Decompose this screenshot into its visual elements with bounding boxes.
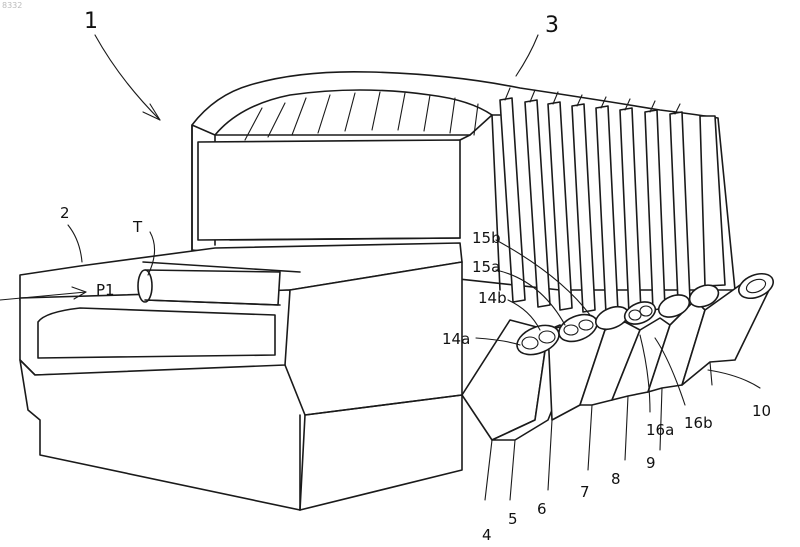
label-3: 3	[545, 13, 559, 38]
label-t: T	[132, 218, 143, 236]
label-16a: 16a	[646, 421, 674, 439]
label-14b: 14b	[478, 289, 507, 307]
label-14a: 14a	[442, 330, 470, 348]
label-p1: P1	[96, 281, 115, 299]
label-10: 10	[752, 402, 771, 420]
label-5: 5	[508, 510, 518, 528]
label-6: 6	[537, 500, 547, 518]
label-8: 8	[611, 470, 621, 488]
label-15a: 15a	[472, 258, 500, 276]
label-4: 4	[482, 526, 492, 544]
label-2: 2	[60, 204, 70, 222]
label-7: 7	[580, 483, 590, 501]
label-16b: 16b	[684, 414, 713, 432]
label-9: 9	[646, 454, 656, 472]
label-1: 1	[84, 9, 98, 34]
corner-code: 8332	[2, 1, 22, 10]
intake-box-2	[20, 238, 462, 510]
label-15b: 15b	[472, 229, 501, 247]
